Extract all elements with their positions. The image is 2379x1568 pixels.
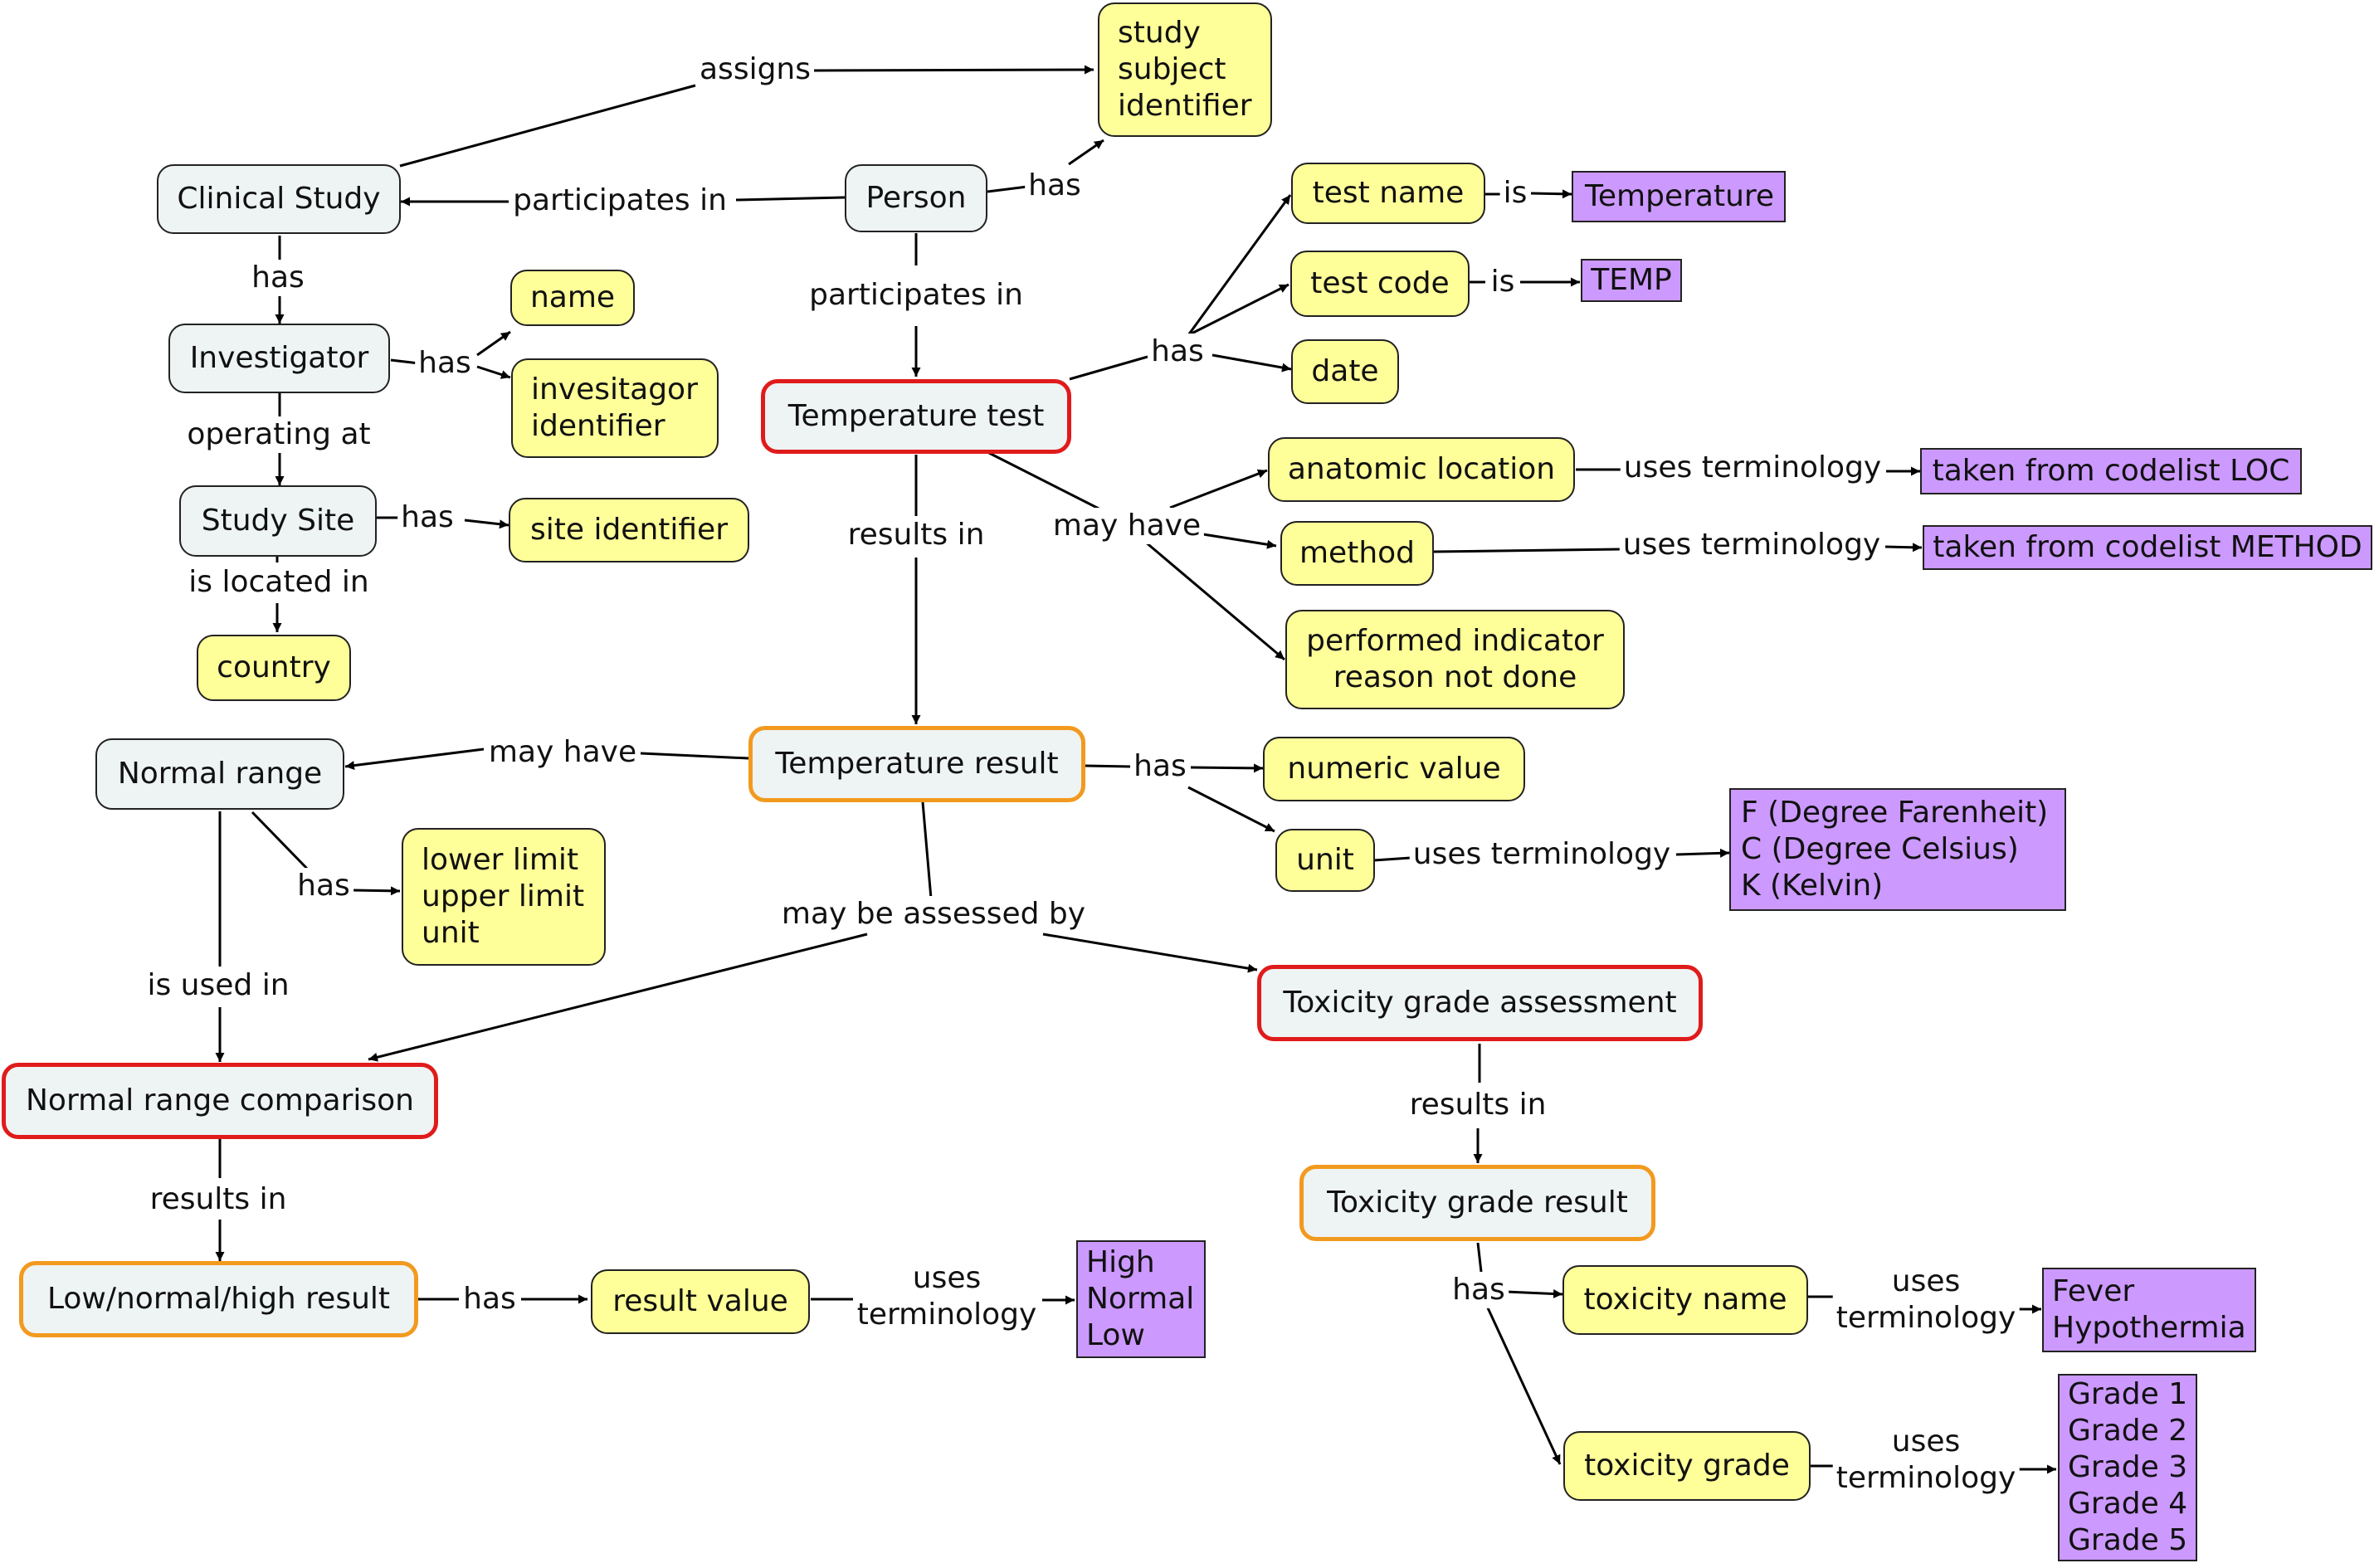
investigator-node[interactable]: Investigator — [168, 324, 390, 393]
numeric-value-node[interactable]: numeric value — [1263, 737, 1525, 801]
date-node[interactable]: date — [1291, 339, 1399, 404]
name-node[interactable]: name — [510, 270, 635, 326]
normal-range-comparison-node[interactable]: Normal range comparison — [2, 1063, 438, 1139]
toxicity-name-node[interactable]: toxicity name — [1562, 1265, 1808, 1335]
temperature-term-node[interactable]: Temperature — [1572, 171, 1786, 222]
investigator-identifier-node[interactable]: invesitagor identifier — [511, 358, 719, 458]
test-name-node[interactable]: test name — [1291, 163, 1485, 224]
temperature-result-node[interactable]: Temperature result — [748, 726, 1085, 802]
label-participates-in-test: participates in — [806, 277, 1026, 314]
low-normal-high-result-node[interactable]: Low/normal/high result — [19, 1261, 418, 1337]
label-is-used-in: is used in — [144, 967, 293, 1004]
label-operating-at: operating at — [183, 416, 374, 453]
label-tox-result-has: has — [1449, 1272, 1509, 1308]
label-site-has: has — [397, 499, 457, 536]
label-person-has: has — [1025, 168, 1085, 204]
label-may-have-test: may have — [1049, 508, 1205, 544]
label-value-uses: uses terminology — [853, 1260, 1041, 1333]
label-result-has: has — [1130, 748, 1190, 785]
label-may-have-range: may have — [485, 734, 641, 771]
temp-term-node[interactable]: TEMP — [1581, 259, 1682, 302]
test-code-node[interactable]: test code — [1290, 251, 1470, 317]
label-results-in-test: results in — [844, 517, 988, 553]
site-identifier-node[interactable]: site identifier — [509, 498, 749, 562]
result-value-node[interactable]: result value — [591, 1269, 810, 1334]
label-investigator-has: has — [415, 345, 475, 382]
label-tox-grade-uses: uses terminology — [1832, 1424, 2020, 1497]
label-method-uses: uses terminology — [1619, 527, 1884, 563]
hnl-terms-node[interactable]: High Normal Low — [1076, 1240, 1206, 1358]
label-may-be-assessed-by: may be assessed by — [778, 896, 1090, 933]
clinical-study-node[interactable]: Clinical Study — [157, 164, 401, 234]
label-results-in-comparison: results in — [146, 1181, 290, 1218]
person-node[interactable]: Person — [845, 164, 987, 232]
label-assigns: assigns — [696, 51, 814, 88]
normal-range-node[interactable]: Normal range — [95, 738, 344, 810]
performed-indicator-node[interactable]: performed indicator reason not done — [1285, 610, 1625, 709]
toxicity-name-terms-node[interactable]: Fever Hypothermia — [2042, 1268, 2256, 1352]
label-participates-in-study: participates in — [509, 183, 730, 219]
label-results-in-tox: results in — [1406, 1087, 1550, 1123]
toxicity-grade-node[interactable]: toxicity grade — [1563, 1431, 1811, 1501]
toxicity-grade-assessment-node[interactable]: Toxicity grade assessment — [1257, 965, 1703, 1041]
label-study-has: has — [248, 260, 308, 296]
country-node[interactable]: country — [197, 635, 351, 701]
label-unit-uses: uses terminology — [1409, 836, 1675, 873]
label-name-is: is — [1499, 175, 1531, 212]
unit-terms-node[interactable]: F (Degree Farenheit) C (Degree Celsius) … — [1729, 788, 2066, 911]
grade-terms-node[interactable]: Grade 1 Grade 2 Grade 3 Grade 4 Grade 5 — [2058, 1374, 2197, 1561]
unit-node[interactable]: unit — [1275, 829, 1375, 892]
label-range-has: has — [294, 868, 353, 904]
codelist-loc-node[interactable]: taken from codelist LOC — [1920, 448, 2302, 494]
label-is-located-in: is located in — [185, 564, 373, 601]
label-code-is: is — [1487, 264, 1519, 300]
temperature-test-node[interactable]: Temperature test — [761, 379, 1071, 454]
label-tox-name-uses: uses terminology — [1832, 1264, 2020, 1337]
label-test-has: has — [1148, 334, 1207, 370]
study-subject-identifier-node[interactable]: study subject identifier — [1098, 2, 1272, 137]
study-site-node[interactable]: Study Site — [179, 485, 377, 557]
method-node[interactable]: method — [1280, 521, 1434, 586]
range-values-node[interactable]: lower limit upper limit unit — [402, 828, 606, 966]
anatomic-location-node[interactable]: anatomic location — [1268, 437, 1575, 502]
codelist-method-node[interactable]: taken from codelist METHOD — [1923, 525, 2372, 570]
label-lnh-has: has — [460, 1281, 519, 1317]
toxicity-grade-result-node[interactable]: Toxicity grade result — [1299, 1165, 1655, 1241]
label-loc-uses: uses terminology — [1620, 450, 1885, 486]
